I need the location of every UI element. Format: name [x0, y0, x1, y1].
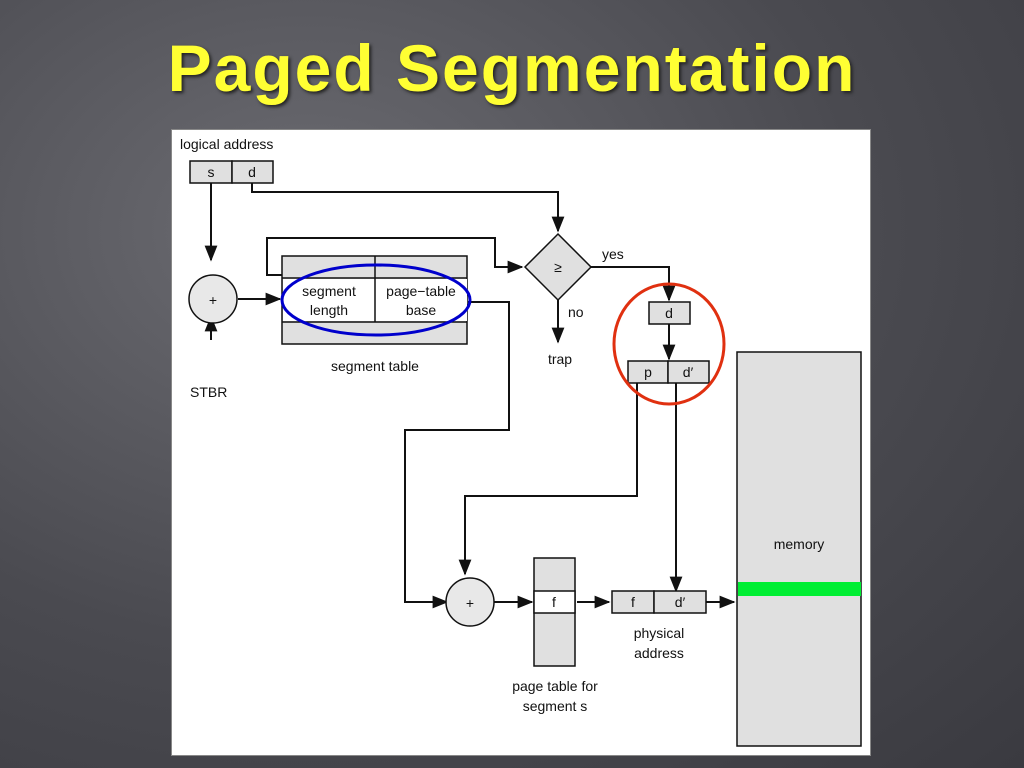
d-offset-box: [648, 301, 691, 325]
logical-address-label: logical address: [180, 136, 273, 152]
segment-entry-highlight: [280, 263, 472, 337]
paged-segmentation-diagram: logical address s d + STBR segment lengt…: [180, 136, 862, 747]
d-field: [231, 160, 274, 184]
compare-diamond: [523, 232, 593, 302]
physical-address-line2: address: [634, 645, 684, 661]
page-table-base-line2: base: [406, 302, 437, 318]
page-offset-highlight: [612, 282, 726, 406]
segment-table-label: segment table: [331, 358, 419, 374]
physical-d-prime-label: d′: [675, 594, 686, 610]
segment-length-line2: length: [310, 302, 348, 318]
page-table-entry: [533, 590, 576, 614]
no-label: no: [568, 304, 584, 320]
d-prime-field: [667, 360, 710, 384]
adder-1-symbol: +: [209, 292, 217, 308]
page-table-label-line1: page table for: [512, 678, 598, 694]
memory-frame-highlight: [738, 582, 861, 596]
stbr-label: STBR: [190, 384, 227, 400]
diagram-frame: logical address s d + STBR segment lengt…: [171, 129, 871, 756]
trap-label: trap: [548, 351, 572, 367]
arrow-d-to-compare: [251, 183, 565, 233]
adder-1: [188, 274, 238, 324]
page-table-label-line2: segment s: [523, 698, 588, 714]
compare-symbol: ≥: [554, 259, 562, 275]
adder-2-symbol: +: [466, 595, 474, 611]
adder-2: [445, 577, 495, 627]
d-label: d: [248, 164, 256, 180]
d-prime-label: d′: [683, 364, 694, 380]
slide-title: Paged Segmentation: [167, 31, 857, 105]
physical-f-label: f: [631, 594, 635, 610]
segment-length-line1: segment: [302, 283, 356, 299]
arrow-yes-to-d: [591, 266, 676, 302]
arrow-length-to-compare: [266, 237, 524, 276]
segment-table: [281, 255, 468, 345]
p-label: p: [644, 364, 652, 380]
page-table-f-label: f: [552, 594, 556, 610]
memory-block: [736, 351, 862, 747]
arrow-base-to-adder2: [404, 301, 510, 609]
s-label: s: [208, 164, 215, 180]
d-offset-label: d: [665, 305, 673, 321]
arrow-p-to-adder2: [458, 383, 638, 576]
connector-lines: [204, 183, 736, 609]
physical-address-line1: physical: [634, 625, 685, 641]
page-table-base-line1: page−table: [386, 283, 456, 299]
physical-d-prime-field: [653, 590, 707, 614]
yes-label: yes: [602, 246, 624, 262]
memory-label: memory: [774, 536, 825, 552]
